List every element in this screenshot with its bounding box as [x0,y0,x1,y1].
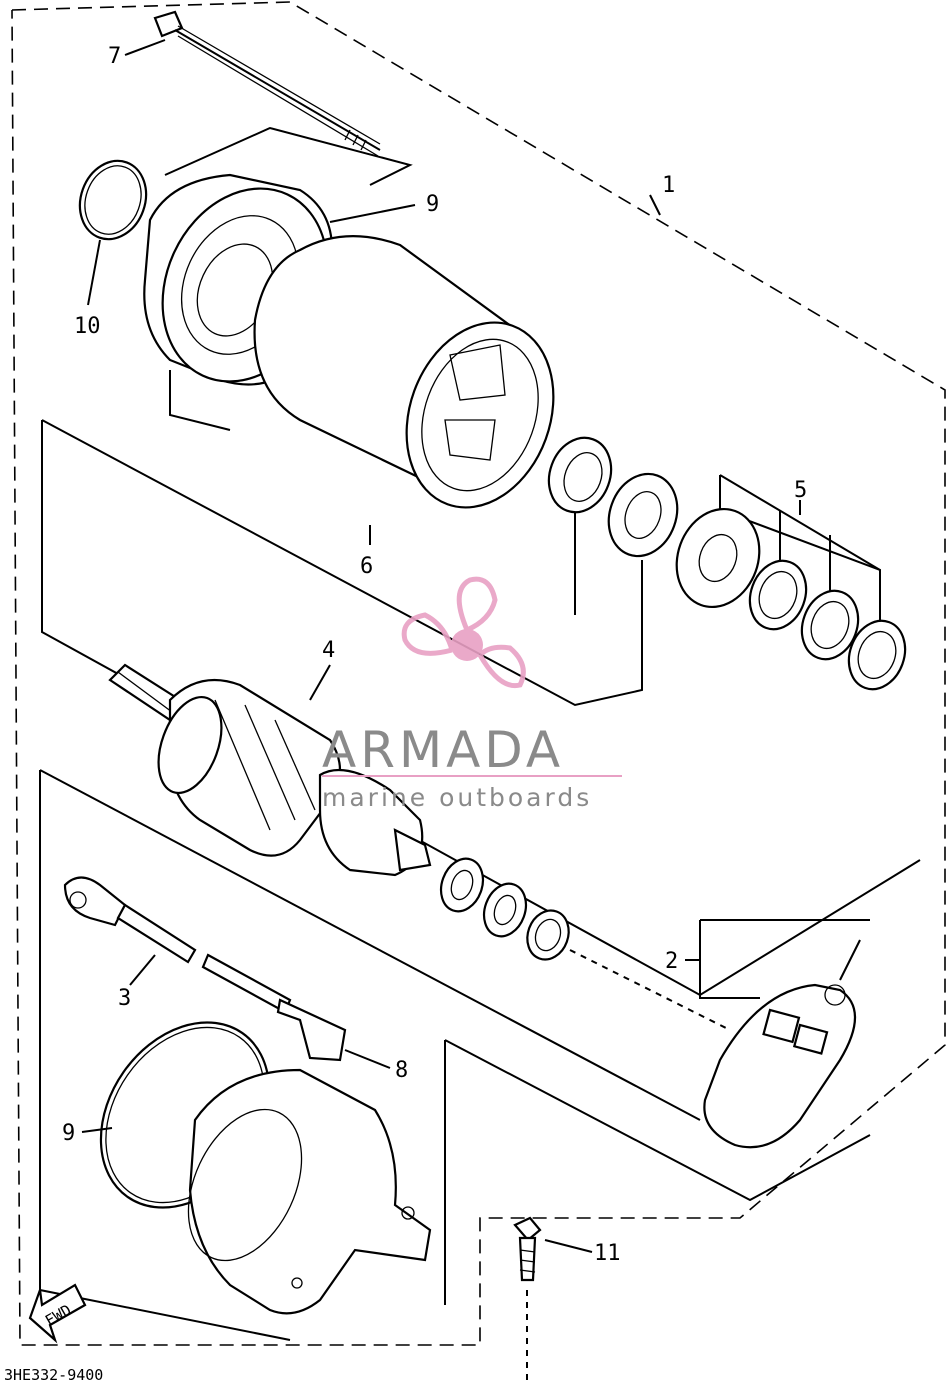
label-10: 10 [74,314,101,339]
armature-washers [439,857,570,961]
leader-9b [81,1127,113,1133]
bolt-bracket [164,126,413,186]
leader-7 [124,39,166,56]
leader-1 [649,194,661,216]
assembly-boundary [11,1,946,1346]
top-bracket [169,370,231,431]
label-5: 5 [794,478,807,503]
label-7: 7 [108,44,121,69]
fwd-arrow-icon [28,1283,87,1344]
leader-9a [329,204,416,223]
bracket-5-a [719,474,881,571]
through-bolt [153,10,381,157]
label-11: 11 [594,1241,621,1266]
leader-11 [544,1239,593,1253]
leader-8 [344,1049,391,1069]
leader-washers [569,949,731,1031]
leader-4 [309,664,331,701]
label-8: 8 [395,1058,408,1083]
bracket-5 [719,475,881,620]
armature [108,663,432,877]
label-6: 6 [360,554,373,579]
bearing [547,436,613,514]
bracket-2 [699,920,760,999]
yoke-housing [253,235,555,509]
label-9-upper: 9 [426,192,439,217]
watermark-tagline: marine outboards [322,783,592,812]
label-3: 3 [118,986,131,1011]
label-4: 4 [322,638,335,663]
lead-8 [201,953,347,1062]
label-9-lower: 9 [62,1121,75,1146]
bracket-6b [41,419,643,707]
o-ring-10 [78,159,148,241]
armada-logo-icon [401,576,526,689]
bracket-rear-c [444,1039,871,1202]
terminal-lead-3 [63,876,197,964]
oil-seal [607,472,679,558]
leader-10 [87,239,101,306]
bracket-rear-d [39,769,701,1121]
bolt-11 [513,1216,542,1282]
watermark-brand: ARMADA [322,721,564,779]
leader-3 [129,954,156,986]
rear-cover [187,1068,432,1315]
label-2: 2 [665,949,678,974]
label-1: 1 [662,173,675,198]
washer-set-5 [675,507,907,691]
diagram-code: 3HE332-9400 [4,1366,103,1383]
brush-holder-2 [703,939,861,1149]
